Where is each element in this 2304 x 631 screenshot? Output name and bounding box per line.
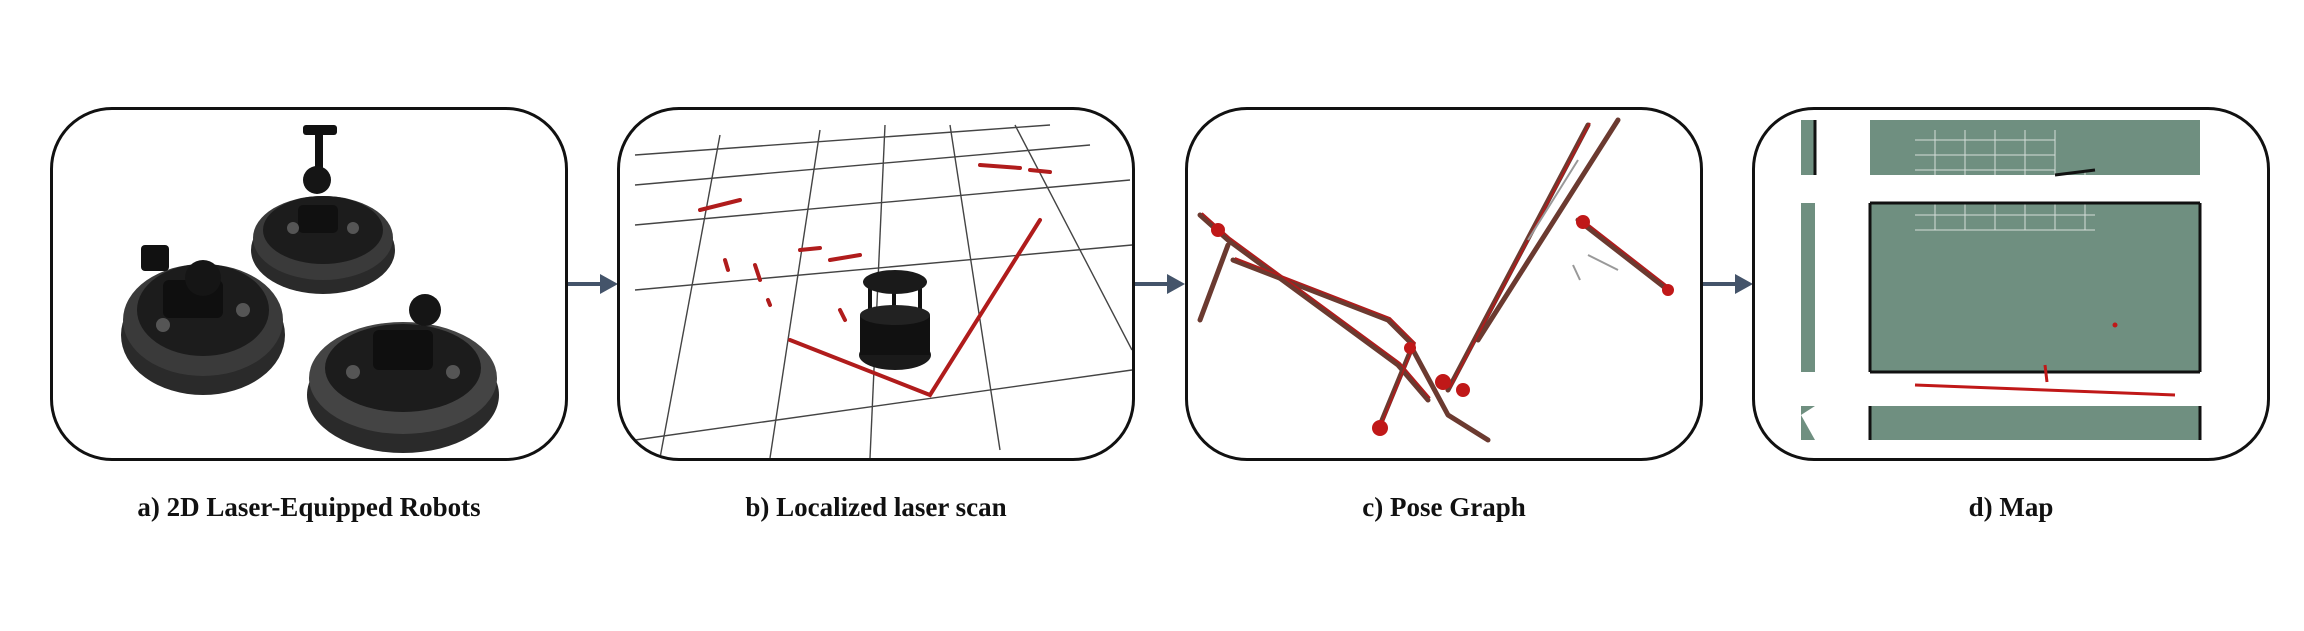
pose-trajectory <box>1197 117 1671 443</box>
robot-top <box>251 125 395 294</box>
map-grid-patch <box>1915 130 2095 231</box>
caption-map: d) Map <box>1968 492 2054 522</box>
robot-left <box>121 245 285 395</box>
robot-model <box>859 270 931 370</box>
panel-robots <box>50 107 568 461</box>
panel-laser-scan <box>617 107 1135 461</box>
pose-nodes <box>1211 215 1674 436</box>
caption-laser-scan: b) Localized laser scan <box>745 492 1007 522</box>
right-arrow-icon <box>1135 274 1185 294</box>
pose-graph-view <box>1197 117 1674 443</box>
right-arrow-icon <box>568 274 618 294</box>
occupancy-map <box>1801 120 2226 440</box>
map-laser-overlay <box>1914 364 2176 397</box>
right-arrow-icon <box>1703 274 1753 294</box>
laser-points <box>698 163 1052 398</box>
robot-right <box>307 294 499 453</box>
panel-pose-graph <box>1185 107 1703 461</box>
caption-robots: a) 2D Laser-Equipped Robots <box>137 492 481 522</box>
perspective-grid <box>634 124 1132 458</box>
map-walls <box>1813 120 2202 440</box>
scan-fragments <box>1527 159 1619 281</box>
map-free-space <box>1801 120 2226 440</box>
map-robot-marker <box>2112 322 2118 328</box>
panel-map <box>1752 107 2270 461</box>
caption-pose-graph: c) Pose Graph <box>1362 492 1526 522</box>
laser-scan-view <box>634 124 1132 458</box>
robots-illustration <box>121 125 499 453</box>
